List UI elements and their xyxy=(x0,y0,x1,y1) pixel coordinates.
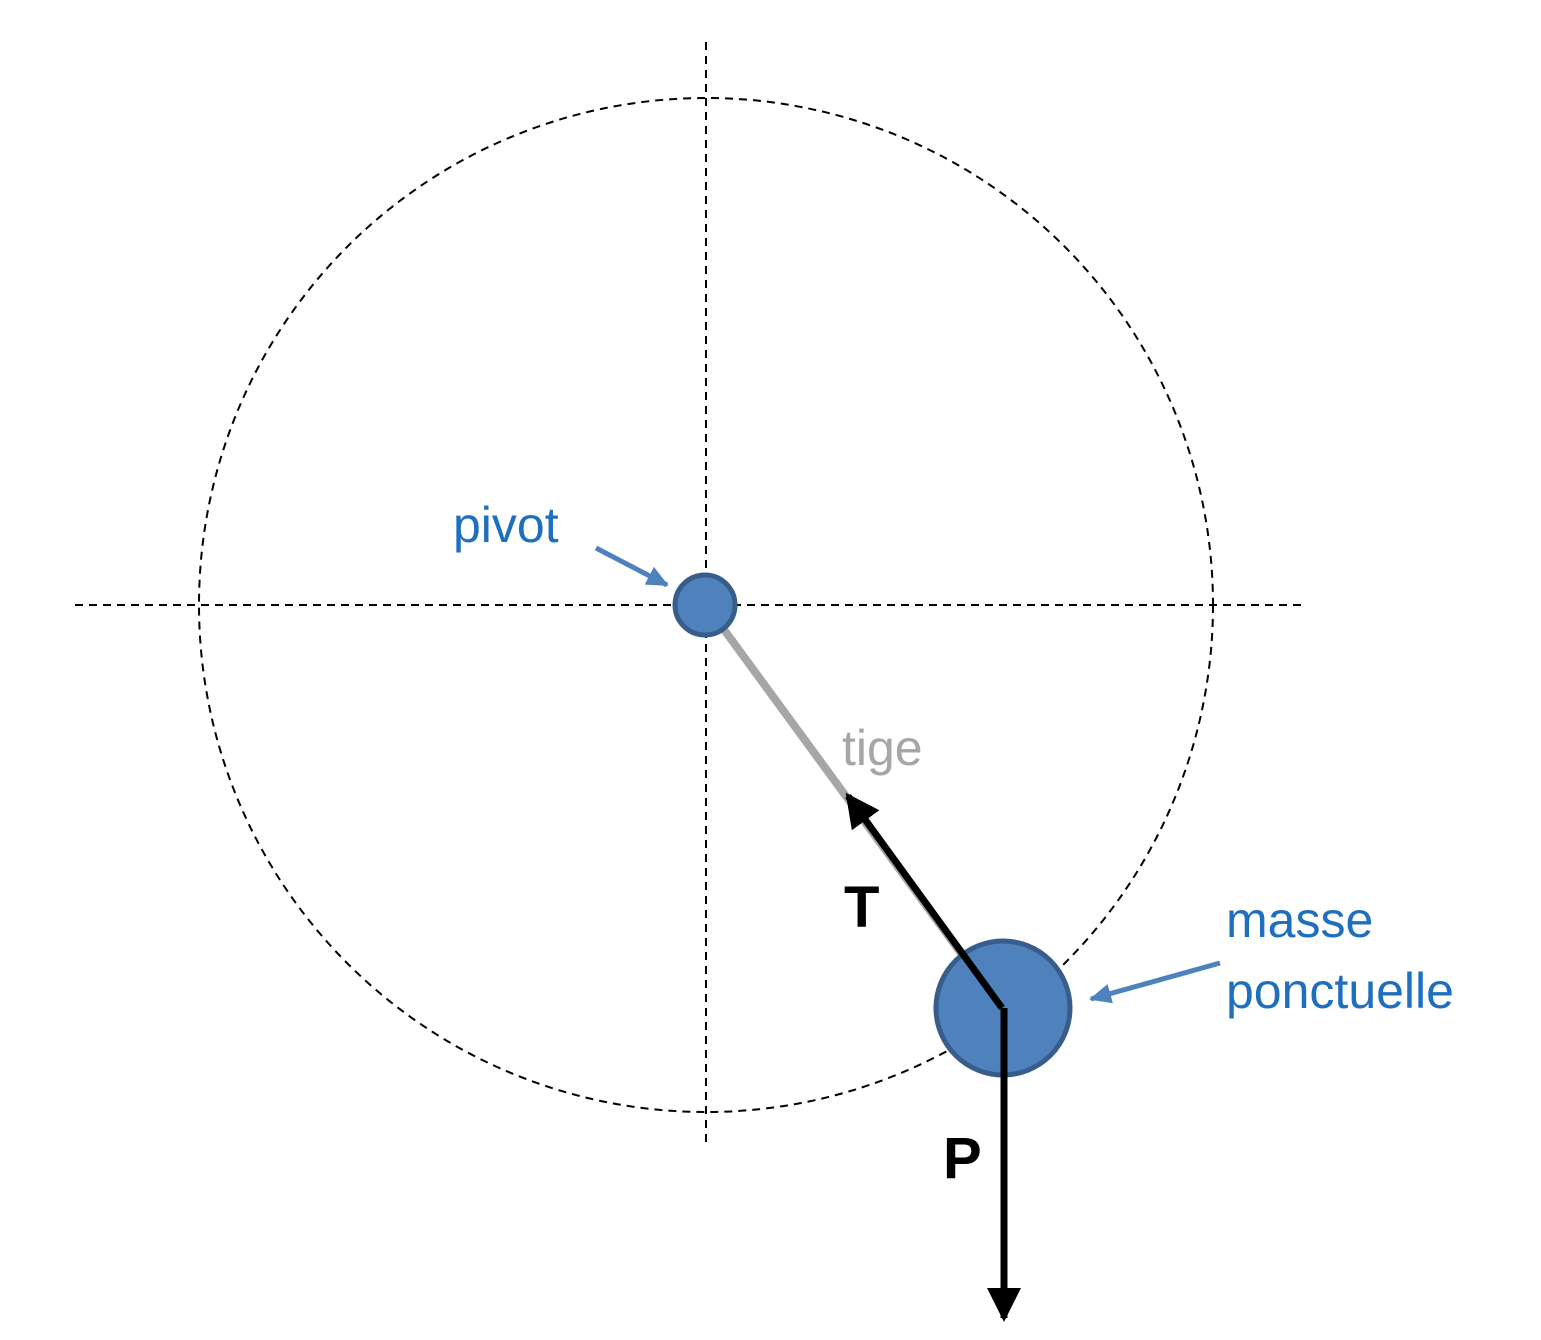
mass-label-line2: ponctuelle xyxy=(1226,963,1454,1019)
tension-vector-arrow xyxy=(845,792,1005,1011)
weight-label: P xyxy=(943,1126,982,1191)
rod-label: tige xyxy=(842,720,923,776)
pivot-circle xyxy=(672,572,738,638)
mass-label-line1: masse xyxy=(1226,892,1373,948)
pivot-pointer-arrow xyxy=(594,545,669,588)
pivot-label: pivot xyxy=(453,497,559,553)
tension-label: T xyxy=(844,875,879,940)
mass-pointer-arrow xyxy=(1089,960,1221,1004)
